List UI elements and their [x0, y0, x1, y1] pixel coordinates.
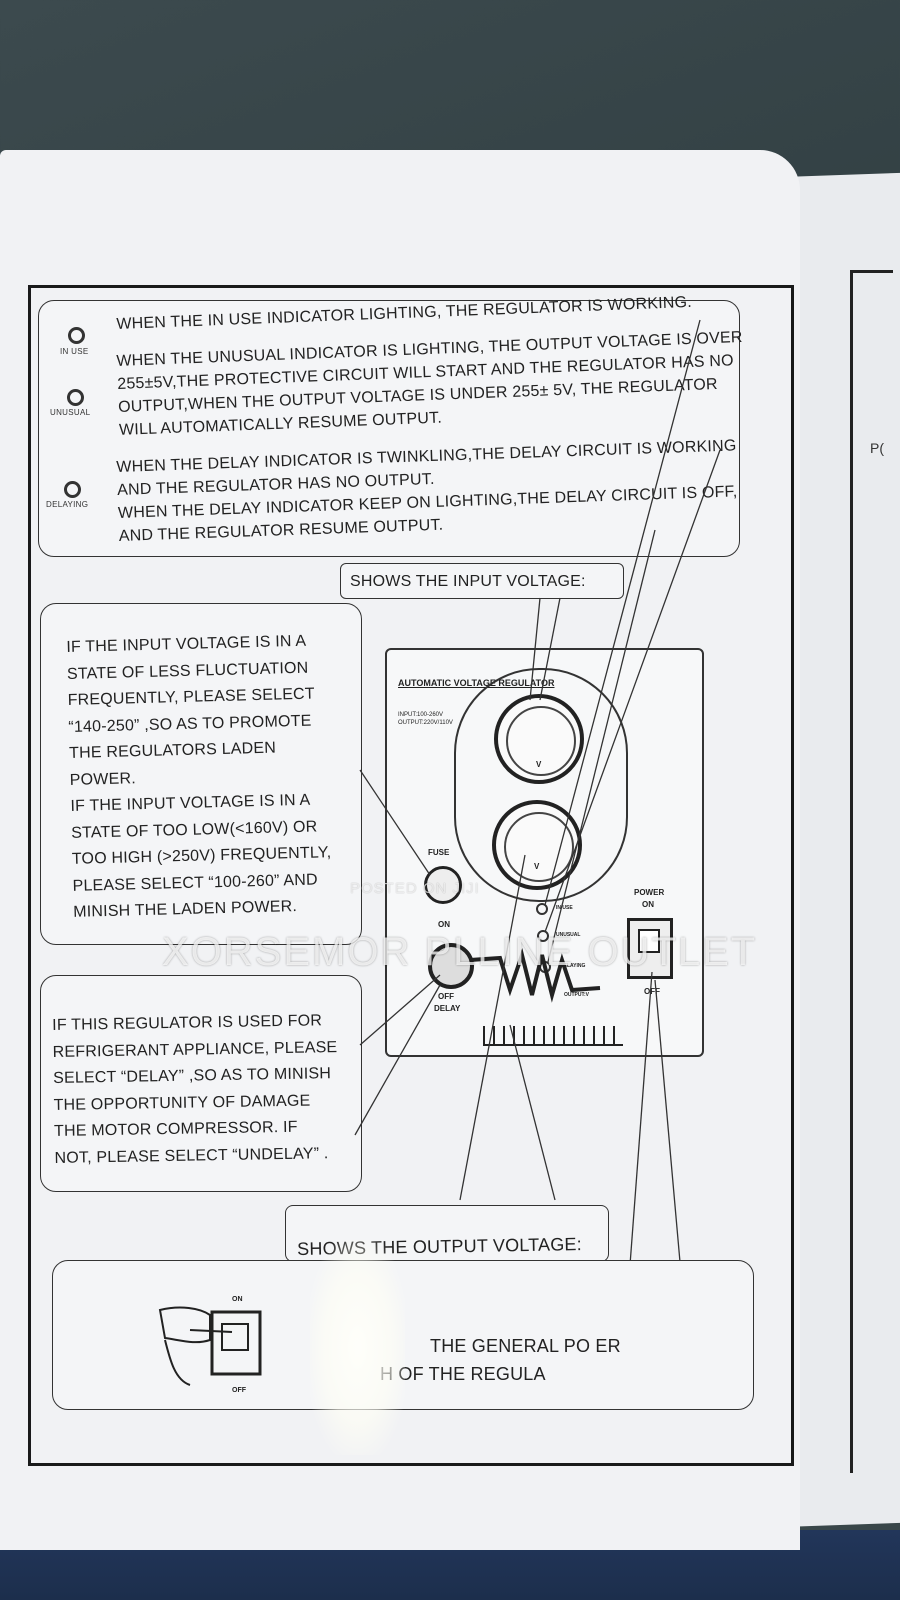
switch-on-label: ON [232, 1296, 243, 1303]
panel-output-spec: OUTPUT:220V/110V [398, 720, 453, 726]
panel-input-spec: INPUT:100-260V [398, 712, 444, 718]
input-voltage-callout-text: SHOWS THE INPUT VOLTAGE: [350, 573, 586, 590]
switch-note-line-2: H OF THE REGULA [380, 1364, 546, 1384]
unusual-label: UNUSUAL [50, 408, 91, 417]
watermark-shop: XORSEMOR PLLINE OUTLET [162, 930, 758, 974]
led-in-use-label: IN USE [556, 905, 573, 911]
off-label: OFF [438, 992, 454, 1001]
output-meter-dial [504, 812, 574, 882]
input-selection-box [40, 603, 362, 945]
input-voltage-meter: V [494, 694, 584, 784]
watermark-posted: POSTED ON JIJI [350, 880, 480, 897]
unusual-indicator-icon [67, 389, 84, 406]
input-meter-unit: V [536, 760, 542, 769]
page-frame [28, 285, 794, 1466]
switch-off-label: OFF [232, 1387, 246, 1394]
power-on-label: ON [642, 900, 654, 909]
fuse-label: FUSE [428, 848, 450, 857]
delay-line: NOT, PLEASE SELECT “UNDELAY” . [54, 1144, 329, 1167]
vent-grille [483, 1026, 623, 1046]
on-label: ON [438, 920, 450, 929]
in-use-indicator-icon [68, 327, 85, 344]
power-label: POWER [634, 888, 665, 897]
delay-box-text: IF THIS REGULATOR IS USED FOR REFRIGERAN… [52, 1008, 339, 1172]
panel-title: AUTOMATIC VOLTAGE REGULATOR [398, 678, 555, 688]
light-glare [310, 1240, 405, 1455]
input-selection-text: IF THE INPUT VOLTAGE IS IN A STATE OF LE… [66, 628, 333, 926]
delaying-label: DELAYING [46, 500, 89, 509]
output-meter-unit: V [534, 862, 540, 871]
next-page-frame [850, 270, 893, 1473]
delaying-indicator-icon [64, 481, 81, 498]
next-page-label: P( [870, 440, 884, 456]
output-voltage-meter: V [492, 800, 582, 890]
in-use-led-icon [536, 903, 548, 915]
output-v-label: OUTPUT:V [564, 992, 589, 998]
power-off-label: OFF [644, 987, 660, 996]
in-use-label: IN USE [60, 347, 89, 356]
delay-label: DELAY [434, 1004, 461, 1013]
switch-note-line-1: THE GENERAL PO ER [430, 1336, 621, 1356]
hand-pressing-switch-icon [150, 1300, 270, 1395]
